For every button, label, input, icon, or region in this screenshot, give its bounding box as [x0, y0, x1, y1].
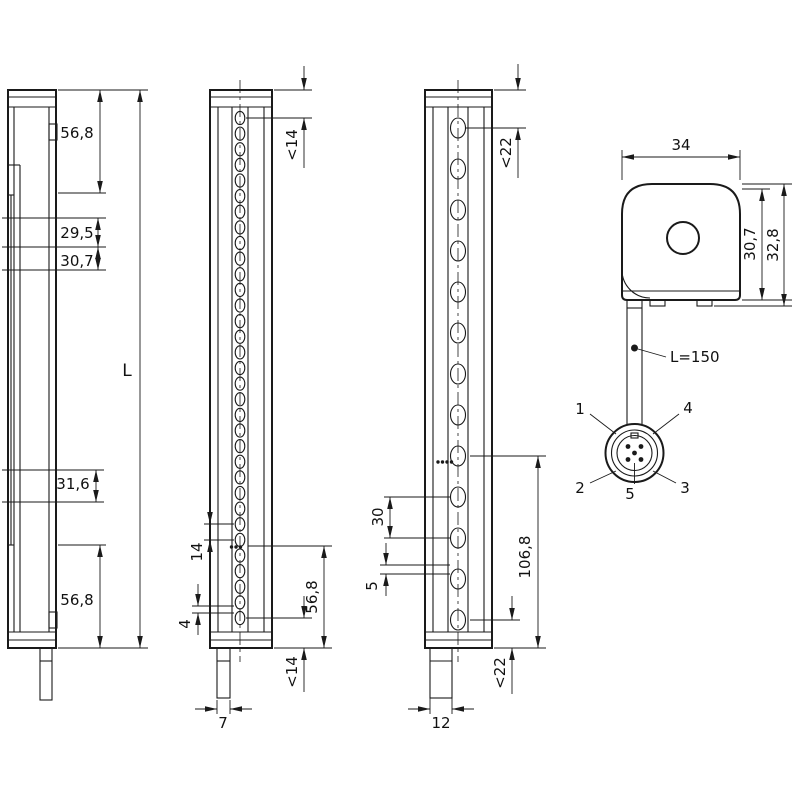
pin-2 [625, 457, 631, 462]
view-side-profile: 56,8 29,5 30,7 L 31,6 56,8 [2, 89, 148, 701]
dim-label-328: 32,8 [764, 228, 782, 261]
housing-outline [209, 89, 273, 649]
dim-label-34: 34 [671, 136, 690, 154]
pin-5 [632, 450, 637, 456]
pin-label-2: 2 [575, 479, 585, 497]
dim-label-307: 30,7 [60, 252, 93, 270]
end-housing-hole [666, 221, 700, 255]
dim-label-bottom-568: 56,8 [60, 591, 93, 609]
dim-label-307: 30,7 [741, 227, 759, 260]
cable-marker-dot [631, 344, 638, 352]
view-front-coarse-beams: <22 30 5 106,8 <22 12 [363, 64, 546, 732]
view-end-and-connector: L=150 1 4 2 3 5 34 [575, 136, 792, 503]
dim-label-cable-12: 12 [431, 714, 450, 732]
pin-label-1: 1 [575, 400, 585, 418]
end-housing-outline [621, 183, 741, 301]
dim-label-5: 5 [363, 581, 381, 591]
foot-right [696, 299, 713, 307]
indicator-led-dots [229, 545, 243, 549]
pin-1 [625, 444, 631, 449]
indicator-led-dots [436, 460, 454, 464]
connector-m12: 1 4 2 3 5 [575, 399, 693, 503]
beam-holes [234, 110, 246, 626]
cable-front [216, 647, 231, 699]
dim-label-4: 4 [176, 619, 194, 629]
foot-left [649, 299, 666, 307]
dim-label-295: 29,5 [60, 224, 93, 242]
beam-holes [449, 117, 467, 631]
connector-keyway [630, 432, 639, 439]
dim-label-568: 56,8 [303, 580, 321, 613]
mounting-insert-bottom [48, 611, 58, 629]
dim-label-cable-7: 7 [218, 714, 228, 732]
dim-label-top-568: 56,8 [60, 124, 93, 142]
dim-label-pitch-14: 14 [188, 542, 206, 561]
cable-front [429, 647, 453, 699]
cable-side [39, 647, 53, 701]
dim-label-bottom-lt22: <22 [491, 657, 509, 689]
pin-label-3: 3 [680, 479, 690, 497]
cable-gland-arc [621, 269, 651, 299]
pin-label-4: 4 [683, 399, 693, 417]
dim-label-top-lt22: <22 [497, 137, 515, 169]
housing-outline [7, 89, 57, 649]
pin-3 [638, 457, 644, 462]
pin-4 [638, 444, 644, 449]
housing-outline [424, 89, 493, 649]
dim-label-top-lt14: <14 [283, 129, 301, 161]
view-front-fine-beams: <14 14 4 56,8 <14 7 [176, 66, 332, 732]
pin-label-5: 5 [625, 485, 635, 503]
dim-label-316: 31,6 [56, 475, 89, 493]
dim-label-length: L [122, 361, 132, 381]
dim-label-1068: 106,8 [516, 536, 534, 579]
dim-label-bottom-lt14: <14 [283, 656, 301, 688]
dim-label-pitch-30: 30 [369, 507, 387, 526]
mounting-insert-top [48, 123, 58, 141]
cable-length-label: L=150 [670, 348, 720, 366]
